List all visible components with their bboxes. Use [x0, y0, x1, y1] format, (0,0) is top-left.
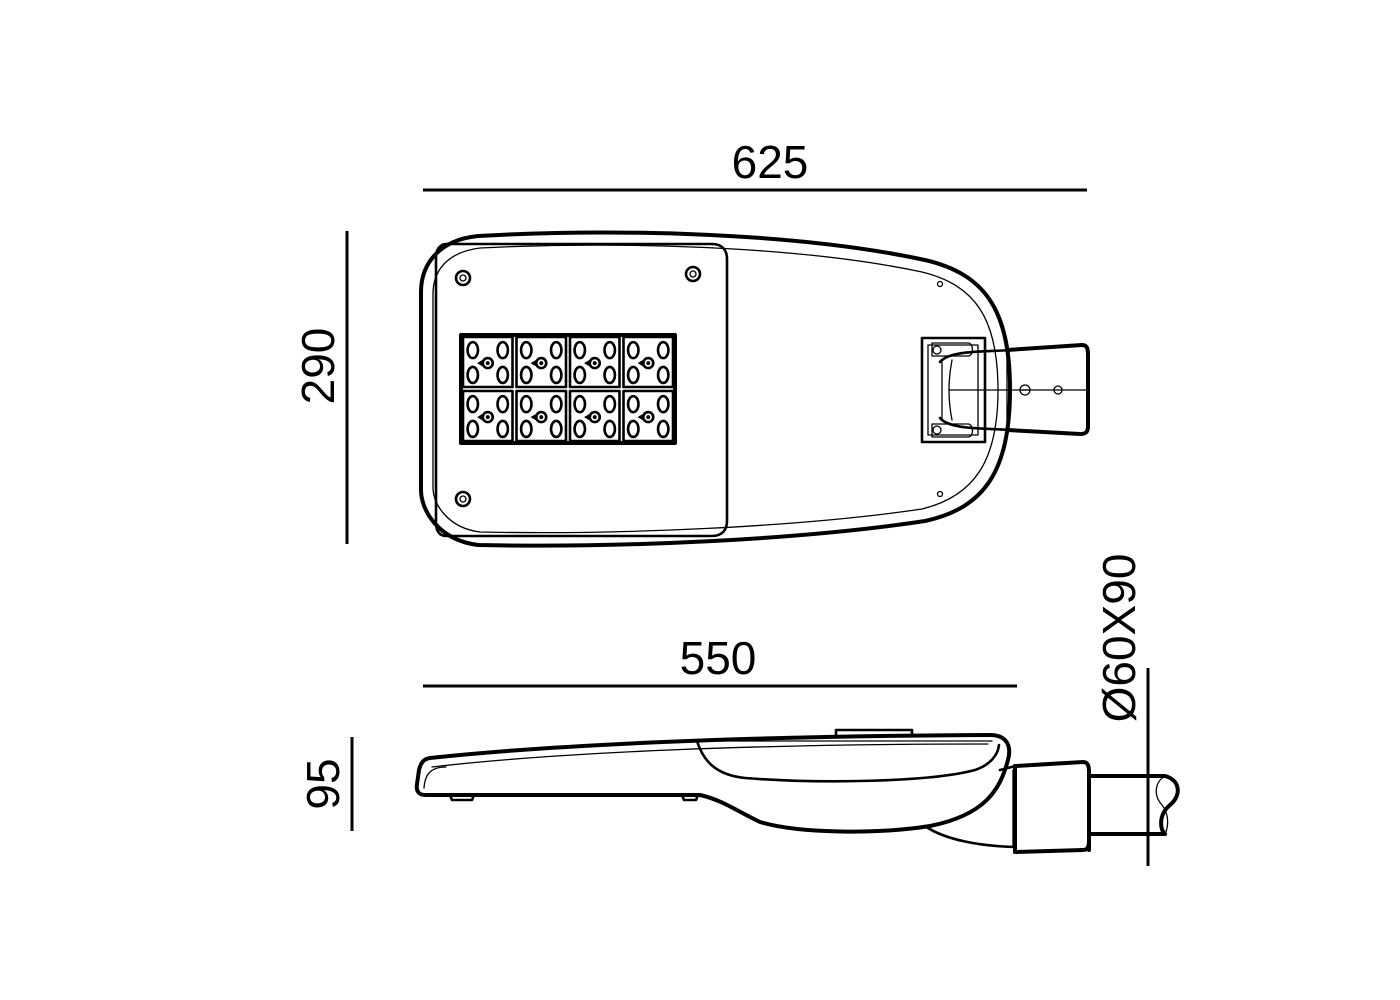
housing-inner-line-side	[431, 743, 989, 768]
led-array-frame	[459, 333, 677, 445]
led-module	[515, 389, 568, 443]
led-module	[568, 389, 621, 443]
height-dimension-label: 95	[297, 758, 349, 809]
housing-neck-side	[923, 824, 1017, 849]
housing-foot	[448, 793, 476, 802]
housing-outline-top	[419, 230, 1012, 548]
screw-icon	[454, 269, 472, 287]
spigot-top	[949, 343, 1090, 436]
width-dimension-label: 625	[732, 136, 809, 188]
hole-icon	[936, 280, 944, 288]
cover-screws	[454, 265, 702, 508]
spigot-bolt-icon	[1019, 384, 1031, 396]
diffuser-lens-side	[695, 739, 1001, 783]
screw-icon	[454, 490, 472, 508]
led-module	[461, 389, 514, 443]
spigot-dimension-label: Ø60X90	[1093, 554, 1145, 723]
top-view: 625 290	[292, 136, 1090, 548]
housing-inner-outline-top	[432, 244, 999, 534]
side-view: 550 95 Ø60X90	[297, 554, 1180, 866]
spigot-dimension: Ø60X90	[1093, 554, 1150, 866]
spigot-side	[1013, 760, 1091, 854]
spigot-bolt-icon	[1053, 385, 1063, 395]
screw-icon	[684, 265, 702, 283]
depth-dimension-label: 290	[292, 328, 344, 405]
housing-outline-side	[414, 733, 1012, 834]
optical-cover-plate	[434, 242, 729, 538]
depth-dimension: 290	[292, 231, 349, 544]
width-dimension: 625	[423, 136, 1087, 192]
housing-foot	[680, 793, 700, 802]
led-module-array	[459, 333, 677, 445]
pole-stub	[1087, 774, 1180, 836]
height-dimension: 95	[297, 737, 354, 831]
length-dimension: 550	[423, 632, 1017, 688]
led-module	[622, 335, 675, 389]
pole-clamp-bracket	[920, 336, 1012, 444]
led-module	[568, 335, 621, 389]
housing-holes	[936, 280, 944, 498]
hole-icon	[936, 490, 944, 498]
led-module	[461, 335, 514, 389]
led-module	[515, 335, 568, 389]
length-dimension-label: 550	[680, 632, 757, 684]
led-module	[622, 389, 675, 443]
pole-break-icon	[1159, 774, 1180, 836]
